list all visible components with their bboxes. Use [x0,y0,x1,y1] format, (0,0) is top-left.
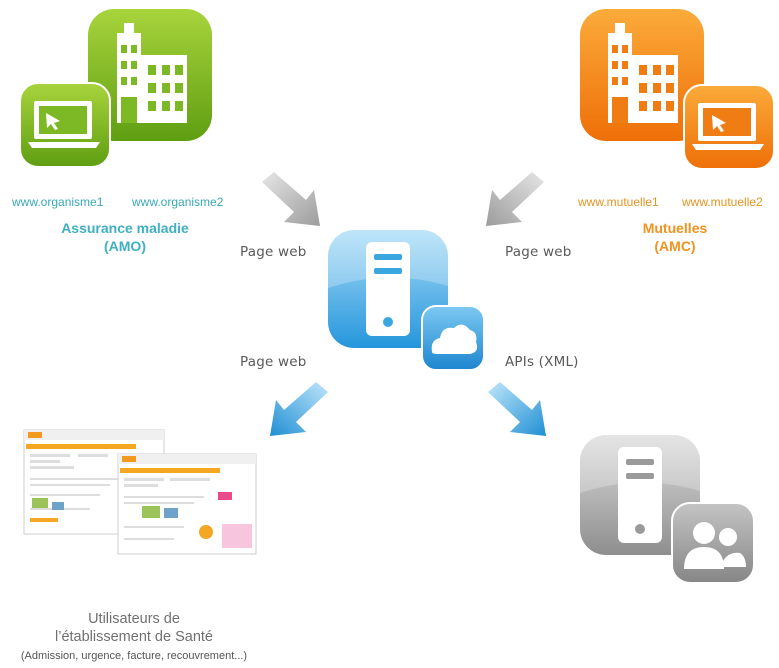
arrow-amc-to-hub-icon [478,170,548,232]
amc-icon [578,5,776,173]
amo-title: Assurance maladie (AMO) [40,219,210,255]
amo-title-line2: (AMO) [104,238,146,254]
users-title-line1: Utilisateurs de [88,611,180,627]
flow-label-api: APIs (XML) [505,354,579,370]
users-title: Utilisateurs de l’établissement de Santé [0,610,268,646]
amc-title-line2: (AMC) [654,238,696,254]
amo-icon [20,5,215,170]
amc-site-2: www.mutuelle2 [682,195,763,209]
flow-label-amo: Page web [240,244,307,260]
amc-title: Mutuelles (AMC) [590,219,760,255]
users-subtitle: (Admission, urgence, facture, recouvreme… [20,650,248,662]
arrow-amo-to-hub-icon [258,170,328,232]
flow-label-users: Page web [240,354,307,370]
arrow-hub-to-users-icon [262,380,332,442]
arrow-hub-to-api-icon [484,380,554,442]
amc-site-1: www.mutuelle1 [578,195,659,209]
amo-site-2: www.organisme2 [132,195,224,209]
amo-title-line1: Assurance maladie [61,220,189,236]
amo-site-1: www.organisme1 [12,195,104,209]
flow-label-amc: Page web [505,244,572,260]
hub-server-cloud-icon [326,228,488,374]
api-client-users-icon [578,433,756,585]
users-title-line2: l’établissement de Santé [55,629,213,645]
web-app-screenshots [22,428,260,558]
amc-title-line1: Mutuelles [642,220,708,236]
